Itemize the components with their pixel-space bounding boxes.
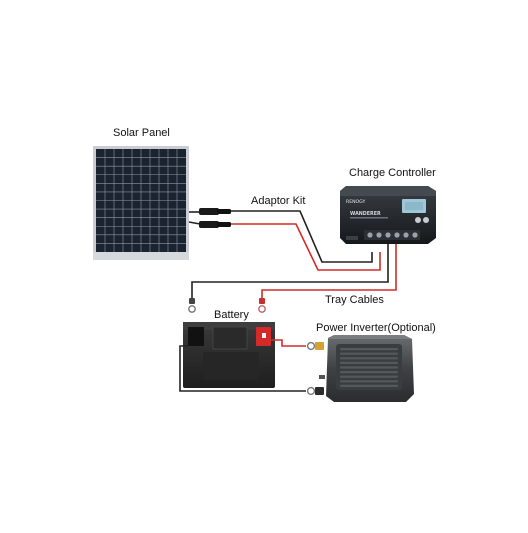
controller-button-2	[423, 217, 429, 223]
adaptor-wire-positive	[231, 223, 381, 271]
charge-controller: RENOGY WANDERER	[340, 186, 436, 244]
controller-button-1	[415, 217, 421, 223]
ring-terminal-positive	[258, 305, 266, 313]
adaptor-kit-label: Adaptor Kit	[251, 195, 306, 207]
inverter-fin	[340, 357, 398, 360]
adaptor-kit	[188, 208, 381, 271]
inverter-negative-terminal	[315, 387, 324, 395]
tray-cables-label: Tray Cables	[325, 294, 384, 306]
battery-label: Battery	[214, 309, 249, 321]
panel-cell-grid	[96, 149, 186, 252]
inverter-positive-terminal	[315, 342, 324, 350]
battery-negative-post	[188, 327, 204, 346]
inverter-cooling-fins	[340, 348, 398, 387]
inverter-fin	[340, 348, 398, 351]
inverter-wire-positive	[271, 339, 306, 347]
inverter-fin	[340, 384, 398, 387]
controller-brand: RENOGY	[346, 199, 365, 205]
power-inverter-label: Power Inverter(Optional)	[316, 322, 436, 334]
inverter-fin	[340, 380, 398, 383]
inverter-fin	[340, 366, 398, 369]
solar-panel	[93, 146, 189, 260]
tray-cable-negative	[191, 244, 389, 302]
charge-controller-label: Charge Controller	[349, 167, 436, 179]
inverter-fin	[340, 352, 398, 355]
mc4-connector-bottom	[199, 221, 219, 228]
controller-model: WANDERER	[350, 211, 381, 217]
tray-cable-positive	[261, 244, 397, 302]
battery-inverter-wires	[179, 339, 325, 396]
controller-terminals	[364, 230, 420, 240]
solar-panel-label: Solar Panel	[113, 127, 170, 139]
adaptor-wire-negative	[231, 210, 373, 263]
ring-terminal-negative	[188, 305, 196, 313]
power-inverter	[326, 335, 414, 402]
inverter-fin	[340, 361, 398, 364]
battery	[183, 322, 275, 388]
mc4-connector-top	[199, 208, 219, 215]
tray-cables	[188, 244, 397, 313]
inverter-fin	[340, 371, 398, 374]
inverter-fin	[340, 375, 398, 378]
inverter-wire-negative	[179, 345, 306, 392]
panel-bottom-rail	[93, 252, 189, 260]
